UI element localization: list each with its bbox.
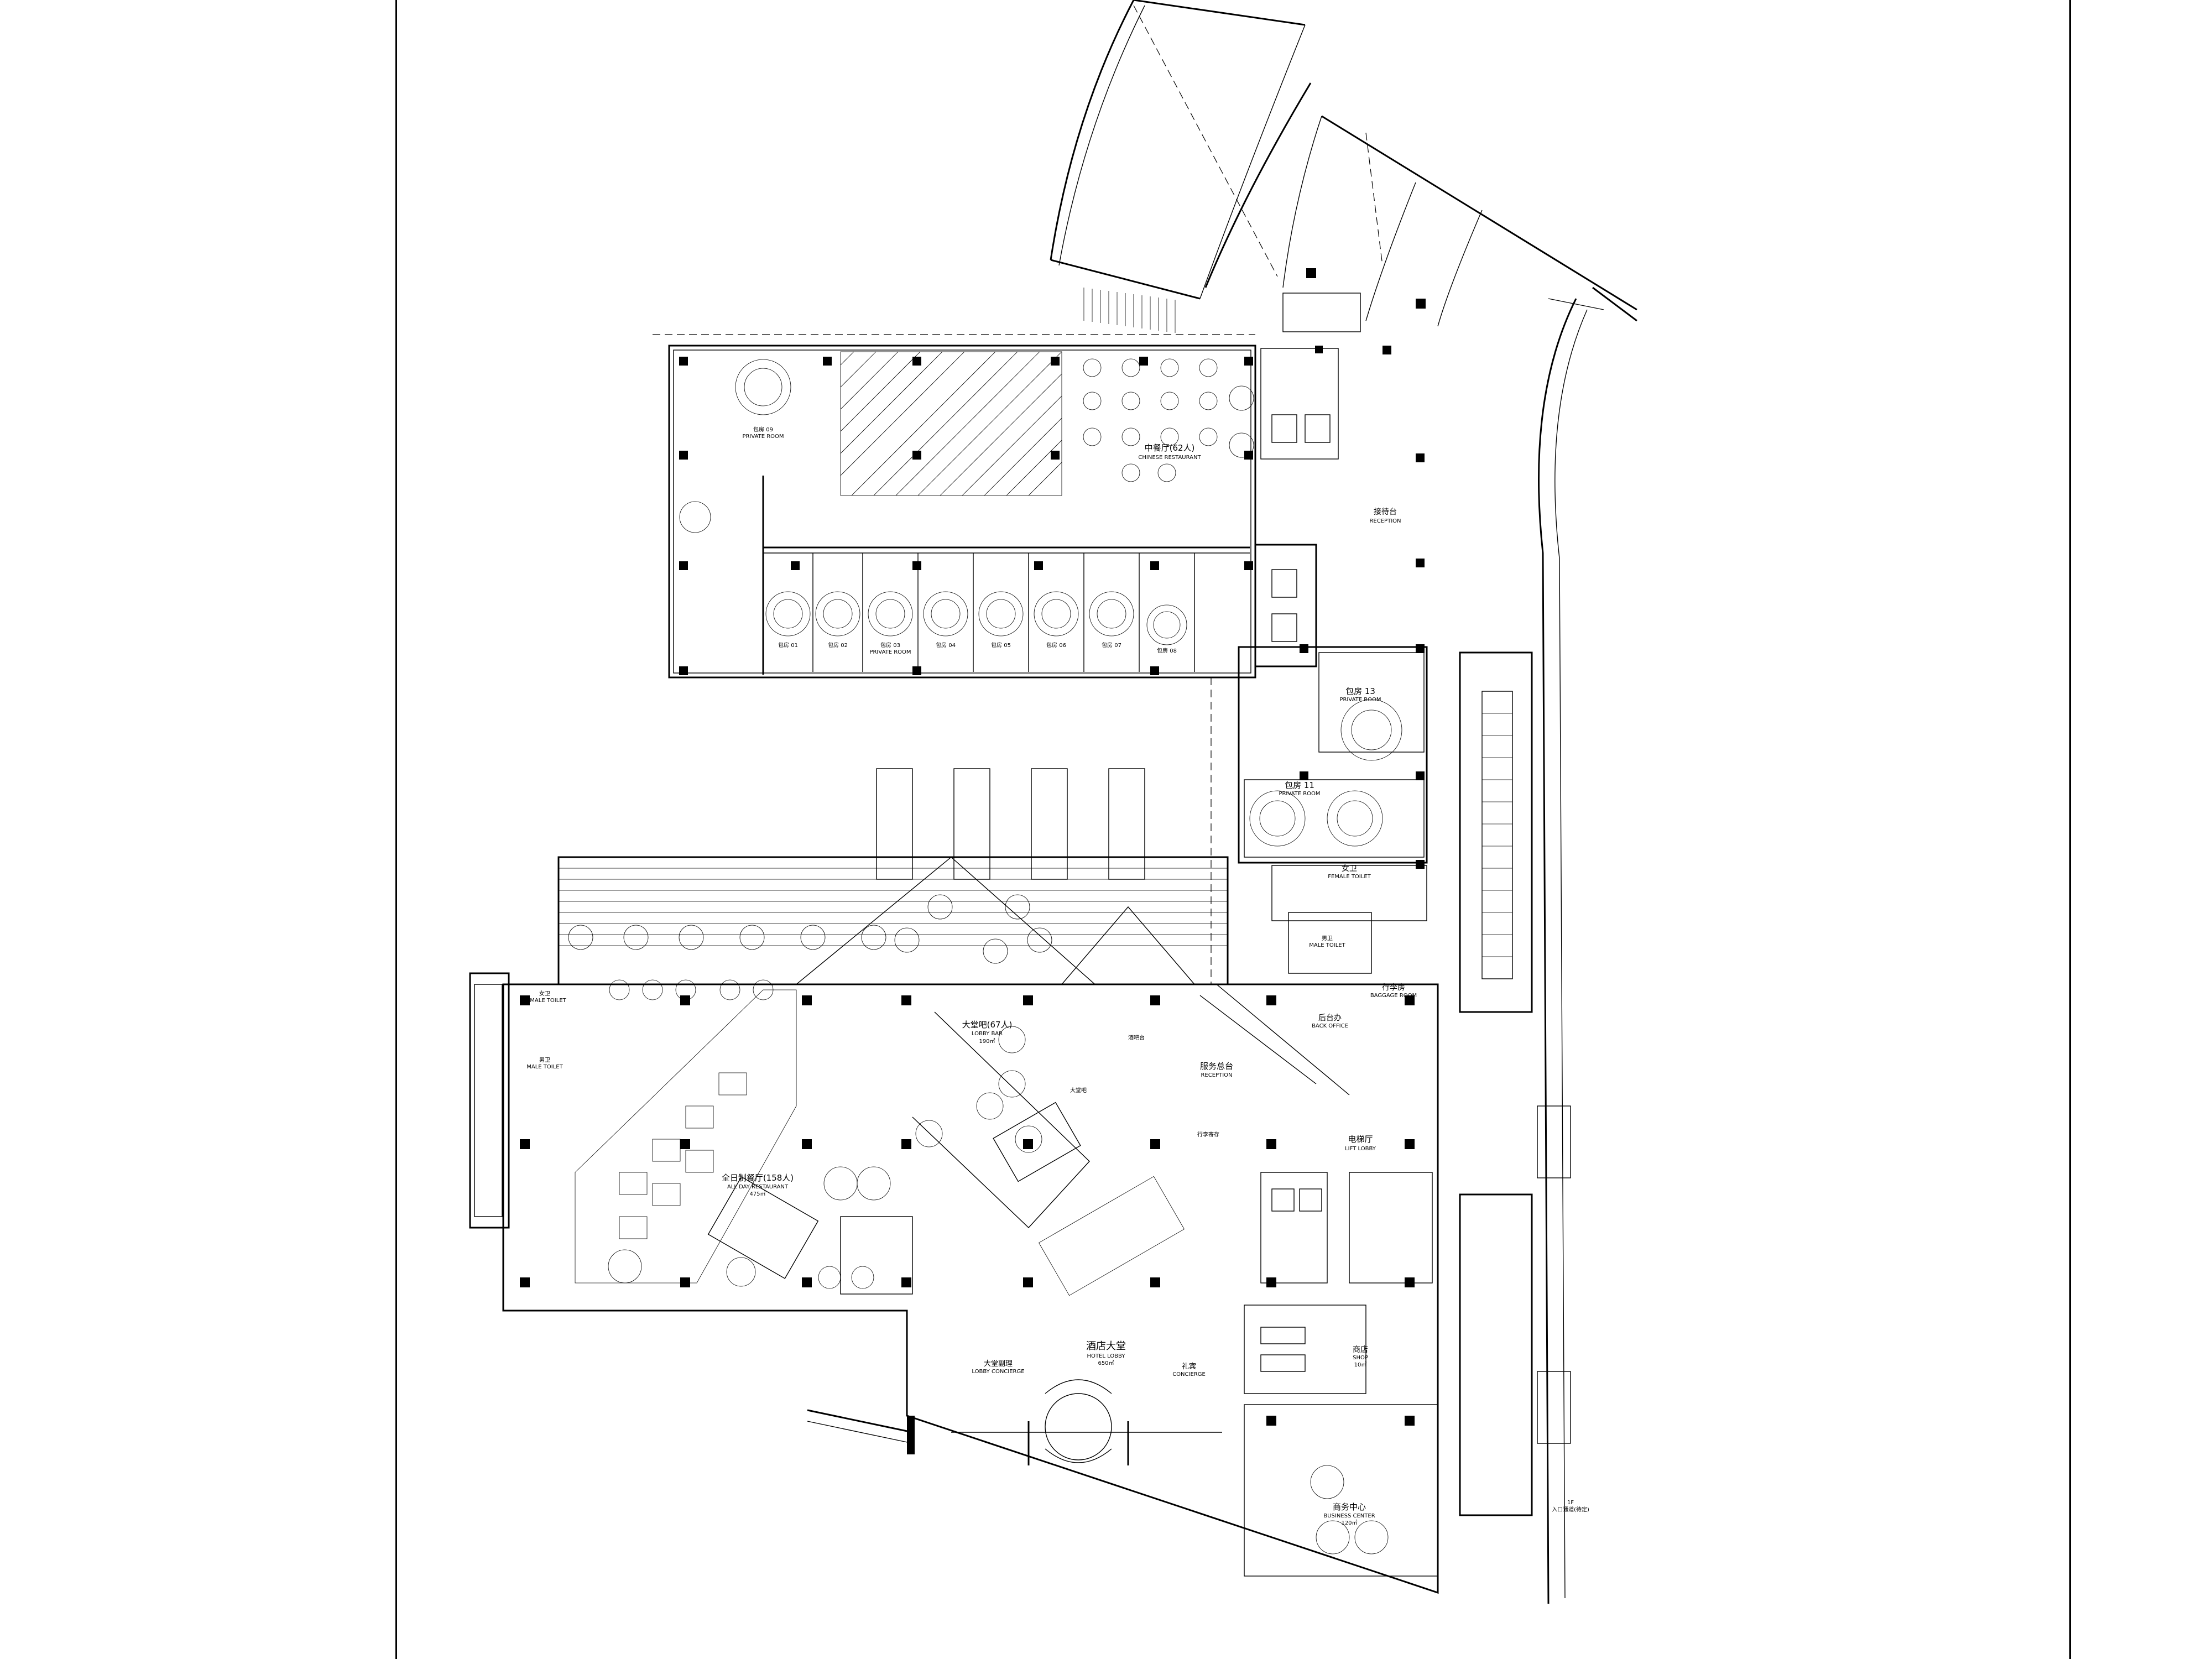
site-note-floor: 1F	[1567, 1500, 1574, 1506]
label-luggage-room: 行李房	[1382, 983, 1405, 992]
right-private-rooms	[1238, 644, 1428, 974]
label-concierge: 礼宾	[1182, 1362, 1196, 1371]
site-note-entrance: 入口通道(待定)	[1552, 1506, 1589, 1513]
sub-private-room-11: PRIVATE ROOM	[1279, 791, 1320, 797]
sub-male-toilet-right: MALE TOILET	[1309, 942, 1345, 948]
escalator-strip	[1459, 651, 1571, 1516]
area-business-center: 120㎡	[1341, 1520, 1357, 1526]
sub-business-center: BUSINESS CENTER	[1323, 1513, 1375, 1519]
label-business-center: 商务中心	[1333, 1502, 1366, 1512]
area-shop: 10㎡	[1354, 1361, 1367, 1368]
sub-lift-lobby: LIFT LOBBY	[1345, 1146, 1376, 1152]
label-female-toilet-right: 女卫	[1342, 864, 1357, 873]
sub-reception-upper: RECEPTION	[1369, 518, 1401, 524]
sub-hotel-lobby: HOTEL LOBBY	[1087, 1353, 1126, 1359]
label-private-room-04: 包房 04	[936, 641, 956, 649]
label-hotel-lobby: 酒店大堂	[1086, 1340, 1126, 1352]
label-private-room-09: 包房 09	[753, 426, 773, 433]
sub-female-toilet-left: FEMALE TOILET	[523, 998, 566, 1004]
label-private-room-03: 包房 03	[880, 641, 900, 649]
sub-private-rooms: PRIVATE ROOM	[869, 649, 911, 655]
label-female-toilet-left: 女卫	[539, 990, 550, 997]
label-male-toilet-left: 男卫	[539, 1057, 550, 1063]
upper-restaurant-block	[653, 334, 1425, 679]
label-reception-upper: 接待台	[1374, 507, 1397, 517]
sub-all-day-restaurant: ALL DAY RESTAURANT	[727, 1184, 789, 1190]
label-reception-desk: 服务总台	[1200, 1061, 1233, 1071]
area-all-day-restaurant: 475㎡	[749, 1191, 765, 1197]
note-luggage-storage: 行李寄存	[1197, 1131, 1219, 1138]
label-shop: 商店	[1353, 1345, 1368, 1354]
label-private-room-05: 包房 05	[991, 641, 1011, 649]
lower-main-floor	[469, 677, 1439, 1594]
upper-curved-plaza	[1050, 0, 1637, 1604]
area-hotel-lobby: 650㎡	[1098, 1360, 1114, 1366]
label-private-room-11: 包房 11	[1285, 780, 1314, 790]
label-all-day-restaurant: 全日制餐厅(158人)	[722, 1173, 794, 1183]
label-chinese-restaurant: 中餐厅(62人)	[1145, 443, 1195, 453]
label-private-room-13: 包房 13	[1345, 686, 1375, 696]
label-private-room-02: 包房 02	[828, 641, 848, 649]
label-back-office: 后台办	[1318, 1014, 1342, 1022]
sub-lobby-bar: LOBBY BAR	[972, 1031, 1003, 1037]
note-lobby-bar: 大堂吧	[1070, 1087, 1087, 1094]
sub-shop: SHOP	[1353, 1355, 1368, 1361]
sub-female-toilet-right: FEMALE TOILET	[1328, 874, 1371, 880]
sub-lobby-concierge: LOBBY CONCIERGE	[972, 1369, 1024, 1375]
sub-reception-desk: RECEPTION	[1201, 1072, 1232, 1078]
label-private-room-08: 包房 08	[1157, 647, 1177, 654]
note-bar-counter: 酒吧台	[1128, 1034, 1145, 1041]
room-labels: 中餐厅(62人) CHINESE RESTAURANT 接待台 RECEPTIO…	[523, 426, 1589, 1526]
sub-chinese-restaurant: CHINESE RESTAURANT	[1138, 455, 1201, 461]
sub-male-toilet-left: MALE TOILET	[526, 1064, 563, 1070]
label-private-room-07: 包房 07	[1102, 641, 1121, 649]
label-private-room-01: 包房 01	[778, 641, 798, 649]
sub-luggage-room: BAGGAGE ROOM	[1370, 993, 1417, 999]
label-lobby-bar: 大堂吧(67人)	[962, 1020, 1013, 1030]
sub-back-office: BACK OFFICE	[1312, 1023, 1348, 1029]
sub-private-room-13: PRIVATE ROOM	[1339, 697, 1381, 703]
sub-concierge: CONCIERGE	[1172, 1371, 1206, 1378]
label-lift-lobby: 电梯厅	[1348, 1134, 1373, 1144]
label-male-toilet-right: 男卫	[1322, 935, 1333, 942]
sub-private-room-09: PRIVATE ROOM	[742, 434, 784, 440]
label-private-room-06: 包房 06	[1046, 641, 1066, 649]
area-lobby-bar: 190㎡	[979, 1038, 995, 1045]
label-lobby-concierge: 大堂副理	[984, 1360, 1013, 1368]
